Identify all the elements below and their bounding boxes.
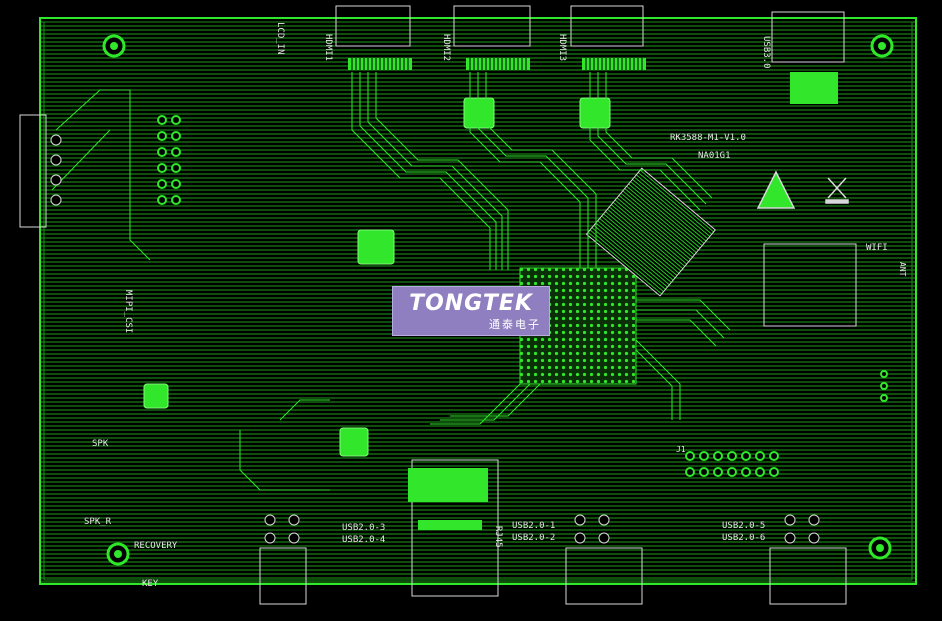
label-board-id2: NA01G1 — [698, 151, 731, 161]
connector-outlines — [19, 5, 847, 605]
label-usb2-04: USB2.0-4 — [342, 535, 385, 545]
label-rj45: RJ45 — [493, 526, 503, 548]
pin-headers — [157, 115, 888, 477]
label-usb2-01: USB2.0-1 — [512, 521, 555, 531]
label-usb2-03: USB2.0-3 — [342, 523, 385, 533]
label-usb2-05: USB2.0-5 — [722, 521, 765, 531]
inner-pour — [43, 21, 913, 581]
traces — [51, 72, 731, 491]
vias — [50, 134, 820, 544]
label-key: KEY — [142, 579, 159, 589]
label-mipi: MIPI_CSI — [123, 290, 133, 333]
label-usb3: USB3.0 — [761, 36, 771, 69]
usb3-pads — [790, 72, 838, 104]
rj45-block — [408, 468, 488, 530]
label-spk-r: SPK_R — [84, 517, 112, 527]
ddr-package — [585, 167, 717, 297]
wifi-module — [763, 243, 857, 327]
tongtek-logo: TONGTEK 通泰电子 — [392, 286, 550, 336]
label-wifi: WIFI — [866, 243, 888, 253]
esd-warning-icon — [756, 170, 849, 209]
label-hdmi1: HDMI1 — [323, 34, 333, 61]
label-spk: SPK — [92, 439, 109, 449]
mounting-holes — [102, 34, 894, 566]
label-usb2-02: USB2.0-2 — [512, 533, 555, 543]
label-lcd: LCD_IN — [275, 22, 285, 55]
label-j1: J1 — [676, 445, 686, 454]
label-recovery: RECOVERY — [134, 541, 178, 551]
logo-brand: TONGTEK — [409, 291, 533, 316]
label-hdmi2: HDMI2 — [441, 34, 451, 61]
logo-subtitle: 通泰电子 — [489, 318, 541, 331]
label-board-id: RK3588-M1-V1.0 — [670, 133, 746, 143]
label-hdmi3: HDMI3 — [557, 34, 567, 61]
label-usb2-06: USB2.0-6 — [722, 533, 765, 543]
hdmi-chips — [143, 97, 611, 457]
hdmi-pads — [348, 58, 646, 70]
label-ant: ANT — [898, 262, 907, 277]
